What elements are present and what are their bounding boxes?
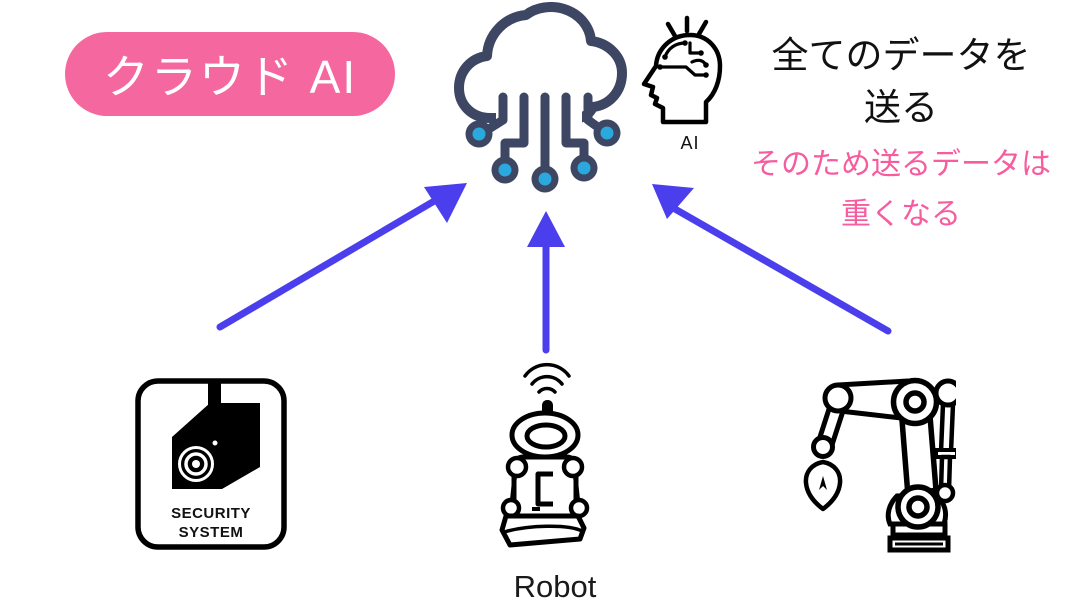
security-camera-icon: SECURITY SYSTEM: [135, 378, 287, 550]
arrow-arm-to-cloud: [652, 184, 892, 335]
annotation-main-line1: 全てのデータを: [771, 35, 1031, 76]
security-label-line2: SYSTEM: [179, 524, 244, 541]
robot-arm-icon: [803, 377, 956, 553]
cloud-ai-badge: クラウド AI: [65, 32, 395, 116]
annotation-sub-line2: 重くなる: [841, 198, 961, 231]
arrow-robot-to-cloud: [527, 211, 565, 354]
arrow-security-to-cloud: [216, 183, 467, 331]
ai-brain-head-icon: [641, 15, 723, 125]
cloud-network-nodes: [465, 119, 621, 193]
cloud-circuit-icon: [454, 2, 627, 193]
ai-brain-circuit-dots: [657, 40, 709, 78]
robot-caption: Robot: [513, 569, 597, 604]
annotation-main-line2: 送る: [864, 87, 938, 128]
security-label-line1: SECURITY: [171, 505, 251, 522]
robot-icon: [499, 362, 590, 548]
ai-head-caption: AI: [680, 133, 700, 153]
annotation-sub-line1: そのため送るデータは: [751, 148, 1051, 181]
annotation-block: 全てのデータを 送る そのため送るデータは 重くなる: [712, 30, 1090, 240]
cloud-ai-badge-label: クラウド AI: [102, 51, 358, 103]
